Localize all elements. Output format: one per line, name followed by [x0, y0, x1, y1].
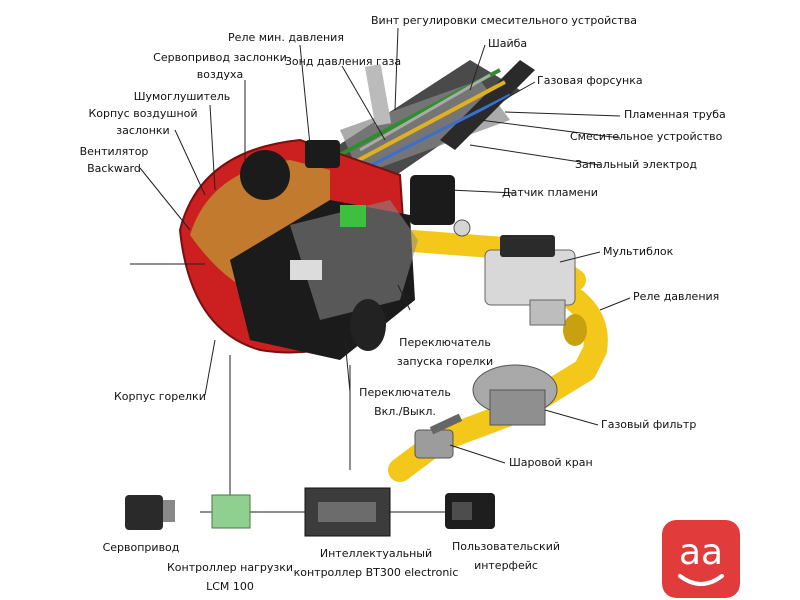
- user-interface-device: [445, 493, 495, 529]
- label-servo-air-line1: Сервопривод заслонки: [153, 51, 287, 64]
- label-smart-ctrl-line2: контроллер BT300 electronic: [293, 566, 459, 579]
- flame-sensor-block: [410, 175, 455, 225]
- label-multiblock: Мультиблок: [603, 245, 674, 258]
- label-start-switch-line1: Переключатель: [399, 336, 491, 349]
- label-pressure-relay: Реле давления: [633, 290, 720, 303]
- label-servo: Сервопривод: [102, 541, 180, 554]
- label-ball-valve: Шаровой кран: [509, 456, 593, 469]
- ball-valve: [414, 413, 463, 459]
- brand-logo-glyphs: aa: [679, 532, 723, 573]
- label-gas-nozzle: Газовая форсунка: [537, 74, 643, 87]
- label-load-ctrl-line1: Контроллер нагрузки: [166, 561, 294, 574]
- label-washer: Шайба: [488, 37, 528, 50]
- label-mixer: Смесительное устройство: [570, 130, 723, 143]
- label-onoff-switch-line1: Переключатель: [359, 386, 451, 399]
- label-air-housing-line1: Корпус воздушной: [88, 107, 198, 120]
- brand-logo: aa: [662, 520, 740, 598]
- servo-device: [125, 495, 175, 530]
- label-gas-probe: Зонд давления газа: [284, 55, 402, 68]
- label-flame-sensor: Датчик пламени: [502, 186, 598, 199]
- label-burner-body: Корпус горелки: [114, 390, 206, 403]
- multiblock-valve: [484, 235, 576, 326]
- label-mixer-screw: Винт регулировки смесительного устройств…: [371, 14, 637, 27]
- label-air-housing-line2: заслонки: [116, 124, 170, 137]
- label-silencer: Шумоглушитель: [133, 90, 231, 103]
- load-controller-device: [211, 494, 251, 529]
- connector-lines: [130, 27, 631, 513]
- label-smart-ctrl-line1: Интеллектуальный: [319, 547, 433, 560]
- label-servo-air-line2: воздуха: [196, 68, 244, 81]
- label-onoff-switch-line2: Вкл./Выкл.: [374, 405, 436, 418]
- label-vent-line1: Вентилятор: [79, 145, 149, 158]
- bt300-controller-device: [304, 487, 391, 537]
- label-flame-tube: Пламенная труба: [624, 108, 726, 121]
- label-load-ctrl-line2: LCM 100: [206, 580, 254, 593]
- label-start-switch-line2: запуска горелки: [396, 355, 494, 368]
- label-ui-line2: интерфейс: [474, 559, 538, 572]
- label-gas-filter: Газовый фильтр: [601, 418, 697, 431]
- label-ignition-electrode: Запальный электрод: [575, 158, 697, 171]
- label-min-pressure-relay: Реле мин. давления: [228, 31, 344, 44]
- control-cover: [230, 200, 418, 360]
- brand-logo-smile: [678, 574, 724, 586]
- gas-filter: [472, 364, 558, 426]
- label-ui-line1: Пользовательский: [452, 540, 560, 553]
- label-vent-line2: Backward: [87, 162, 141, 175]
- pressure-gauge: [453, 219, 471, 237]
